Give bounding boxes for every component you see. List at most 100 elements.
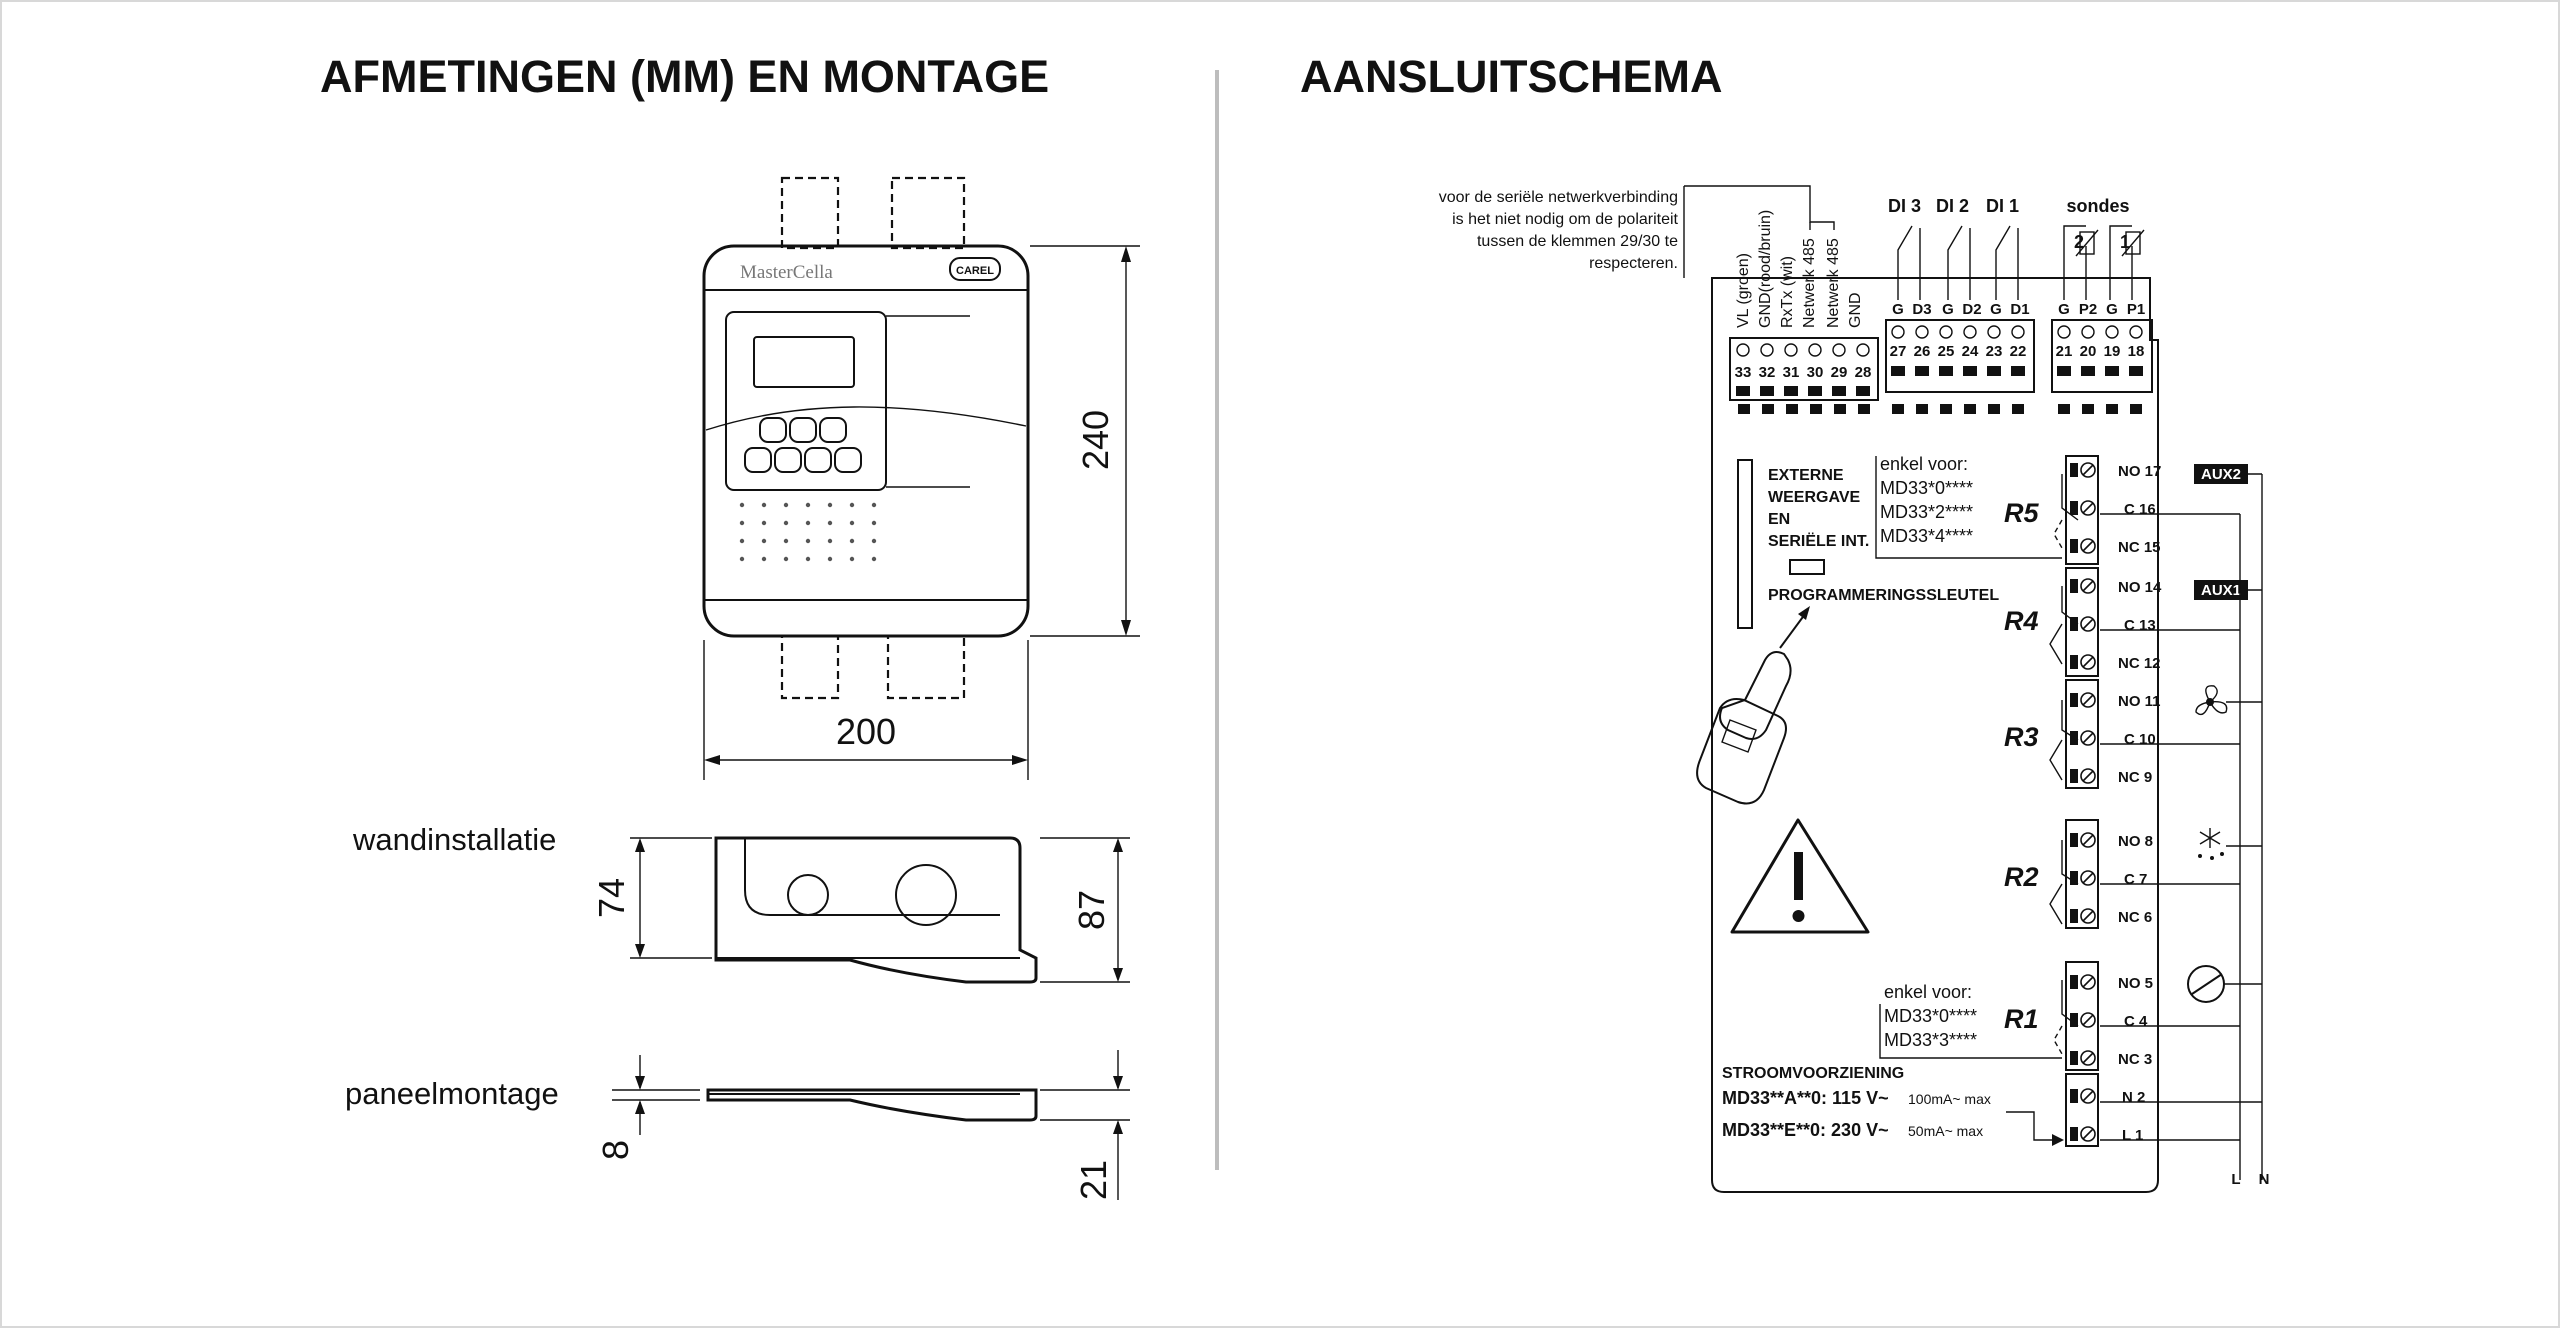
svg-text:enkel voor:: enkel voor: — [1884, 982, 1972, 1002]
svg-text:NO 11: NO 11 — [2118, 693, 2161, 710]
svg-text:EN: EN — [1768, 511, 1790, 528]
svg-text:G: G — [1942, 301, 1954, 318]
svg-text:respecteren.: respecteren. — [1589, 255, 1678, 272]
svg-text:1: 1 — [2120, 232, 2130, 252]
svg-text:28: 28 — [1855, 364, 1872, 381]
svg-text:Netwerk 485: Netwerk 485 — [1825, 238, 1842, 328]
svg-text:MD33**A**0: 115 V~: MD33**A**0: 115 V~ — [1722, 1088, 1889, 1108]
dim-width-200: 200 — [836, 711, 896, 752]
panel-mounting-label: paneelmontage — [345, 1076, 559, 1111]
svg-text:MD33*0****: MD33*0**** — [1884, 1006, 1977, 1026]
wall-installation-label: wandinstallatie — [352, 822, 556, 857]
output-labels: NO 17 C 16 NC 15 NO 14 C 13 NC 12 NO 11 … — [2118, 463, 2162, 1144]
svg-text:MD33*4****: MD33*4**** — [1880, 526, 1973, 546]
aux1-label: AUX1 — [2201, 582, 2241, 599]
svg-text:P1: P1 — [2127, 301, 2145, 318]
svg-text:2: 2 — [2074, 232, 2084, 252]
terminal-block-probes: 21 20 19 18 — [2051, 319, 2153, 414]
svg-text:MD33*0****: MD33*0**** — [1880, 478, 1973, 498]
svg-text:is het niet nodig om de polari: is het niet nodig om de polariteit — [1452, 211, 1678, 228]
svg-text:C 10: C 10 — [2124, 731, 2156, 748]
svg-text:N 2: N 2 — [2122, 1089, 2145, 1106]
aux2-badge — [2194, 464, 2248, 484]
svg-text:NC 3: NC 3 — [2118, 1051, 2152, 1068]
svg-text:23: 23 — [1986, 343, 2003, 360]
svg-text:EXTERNE: EXTERNE — [1768, 467, 1844, 484]
svg-text:NO 5: NO 5 — [2118, 975, 2153, 992]
svg-text:DI 2: DI 2 — [1936, 196, 1969, 216]
svg-text:32: 32 — [1759, 364, 1776, 381]
defrost-icon — [2198, 828, 2224, 860]
carel-logo-text: CAREL — [956, 265, 994, 277]
dim-height-240: 240 — [1075, 410, 1116, 470]
svg-text:100mA~ max: 100mA~ max — [1908, 1091, 1991, 1107]
power-supply: STROOMVOORZIENING MD33**A**0: 115 V~ 100… — [1722, 1065, 2064, 1146]
svg-text:STROOMVOORZIENING: STROOMVOORZIENING — [1722, 1065, 1904, 1082]
relay-r5: R5 — [2004, 498, 2039, 528]
svg-text:L 1: L 1 — [2122, 1127, 2143, 1144]
panel-side-view — [612, 1050, 1130, 1200]
vent-dots — [739, 502, 877, 562]
svg-text:33: 33 — [1735, 364, 1752, 381]
aux1-badge — [2194, 580, 2248, 600]
fan-icon — [2195, 685, 2228, 716]
brand-text: MasterCella — [740, 262, 833, 283]
svg-text:20: 20 — [2080, 343, 2097, 360]
probes: sondes 2 1 G P2 G P1 — [2058, 196, 2145, 318]
programming-key-label: PROGRAMMERINGSSLEUTEL — [1768, 587, 1999, 604]
svg-text:D3: D3 — [1912, 301, 1931, 318]
output-terminals — [2065, 455, 2099, 1147]
display-window — [753, 336, 855, 388]
terminal-block-di: 27 26 25 24 23 22 — [1885, 319, 2035, 414]
svg-text:DI 3: DI 3 — [1888, 196, 1921, 216]
controller-board-outline — [1711, 277, 2159, 1193]
svg-text:RxTx (wit): RxTx (wit) — [1779, 256, 1796, 328]
svg-text:D1: D1 — [2010, 301, 2029, 318]
svg-text:sondes: sondes — [2066, 196, 2129, 216]
svg-text:D2: D2 — [1962, 301, 1981, 318]
svg-text:MD33**E**0: 230 V~: MD33**E**0: 230 V~ — [1722, 1120, 1889, 1140]
svg-text:GND: GND — [1847, 292, 1864, 328]
supply-n-label: N — [2259, 1171, 2270, 1188]
svg-text:21: 21 — [2056, 343, 2073, 360]
svg-text:NC 9: NC 9 — [2118, 769, 2152, 786]
svg-text:P2: P2 — [2079, 301, 2097, 318]
supply-wiring — [2100, 473, 2263, 1180]
svg-text:50mA~ max: 50mA~ max — [1908, 1123, 1983, 1139]
svg-text:26: 26 — [1914, 343, 1931, 360]
front-view-drawing: MasterCella CAREL — [702, 176, 1140, 780]
svg-text:NC 15: NC 15 — [2118, 539, 2161, 556]
warning-icon — [1730, 818, 1870, 934]
relay-r2: R2 — [2004, 862, 2039, 892]
svg-text:Netwerk 485: Netwerk 485 — [1801, 238, 1818, 328]
svg-text:22: 22 — [2010, 343, 2027, 360]
programming-key-icon — [1696, 651, 1792, 805]
relay-r1: R1 — [2004, 1004, 2039, 1034]
svg-text:G: G — [1990, 301, 2002, 318]
svg-text:SERIËLE INT.: SERIËLE INT. — [1768, 532, 1869, 550]
svg-text:MD33*2****: MD33*2**** — [1880, 502, 1973, 522]
svg-text:NO 17: NO 17 — [2118, 463, 2161, 480]
svg-text:DI 1: DI 1 — [1986, 196, 2019, 216]
svg-text:NO 14: NO 14 — [2118, 579, 2162, 596]
external-display-text: EXTERNE WEERGAVE EN SERIËLE INT. — [1768, 467, 1869, 550]
relay-r4: R4 — [2004, 606, 2039, 636]
svg-text:NC 6: NC 6 — [2118, 909, 2152, 926]
dim-wall-74: 74 — [591, 878, 632, 918]
svg-text:31: 31 — [1783, 364, 1800, 381]
relay-contacts — [2049, 474, 2079, 1055]
svg-text:25: 25 — [1938, 343, 1955, 360]
wall-side-view — [630, 836, 1130, 984]
svg-text:enkel voor:: enkel voor: — [1880, 454, 1968, 474]
svg-text:GND(rood/bruin): GND(rood/bruin) — [1757, 210, 1774, 328]
svg-text:C 4: C 4 — [2124, 1013, 2148, 1030]
svg-text:WEERGAVE: WEERGAVE — [1768, 489, 1860, 506]
heading-dimensions: AFMETINGEN (MM) EN MONTAGE — [320, 51, 1049, 102]
svg-text:27: 27 — [1890, 343, 1907, 360]
svg-text:C 16: C 16 — [2124, 501, 2156, 518]
svg-text:NO 8: NO 8 — [2118, 833, 2153, 850]
only-for-bottom: enkel voor: MD33*0**** MD33*3**** — [1879, 982, 2062, 1059]
serial-port-slot — [1737, 459, 1753, 629]
